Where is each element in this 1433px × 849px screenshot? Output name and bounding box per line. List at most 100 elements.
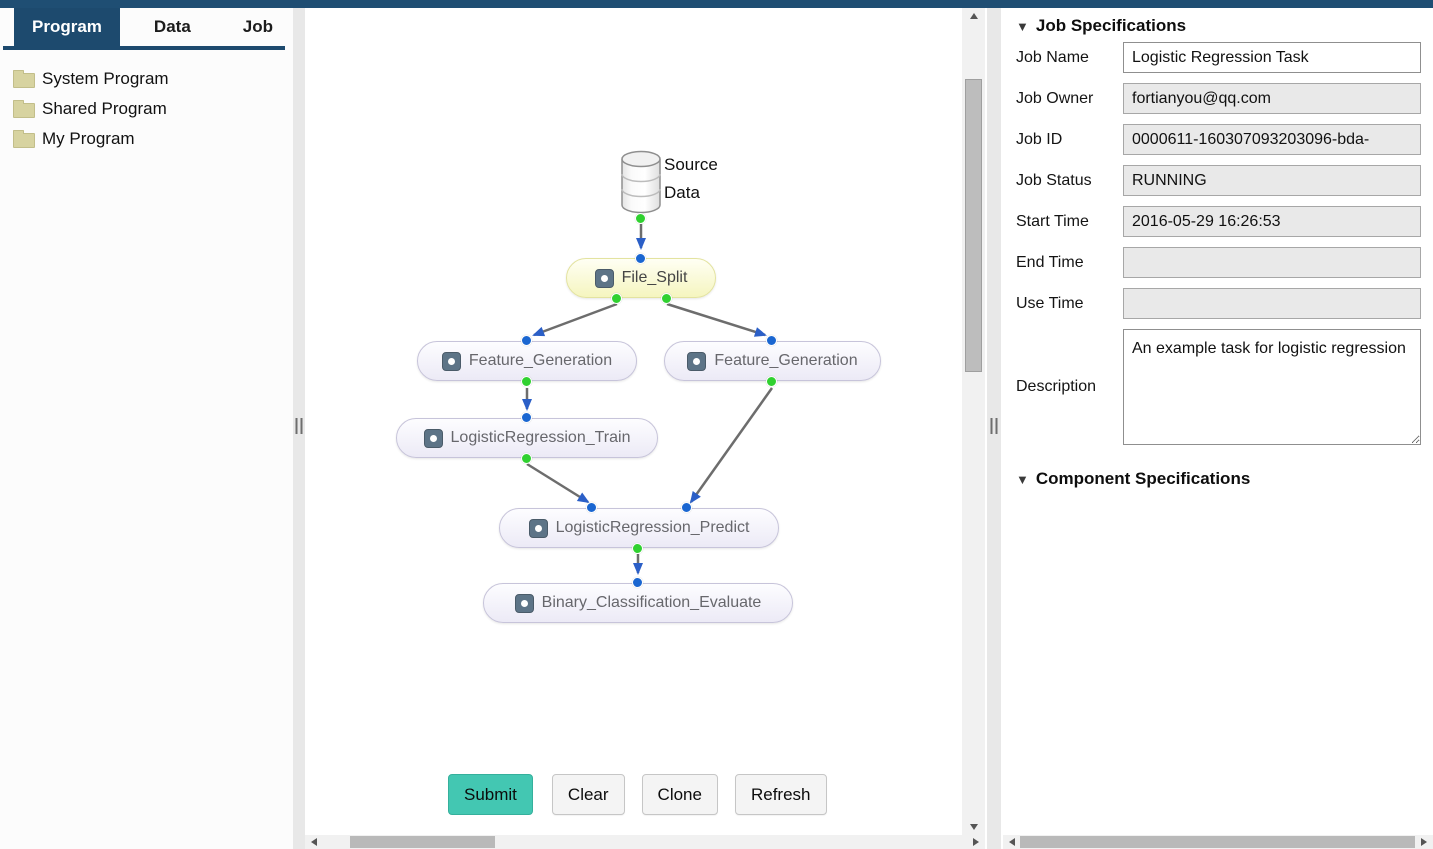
scroll-up-icon[interactable] [962, 8, 985, 24]
field-row-job-name: Job Name [1016, 42, 1421, 73]
horizontal-scroll-thumb[interactable] [1020, 836, 1415, 848]
field-row-job-id: Job ID [1016, 124, 1421, 155]
section-title: Component Specifications [1035, 469, 1251, 488]
folder-item-system-program[interactable]: System Program [0, 64, 293, 94]
scroll-left-icon[interactable] [307, 835, 321, 849]
sidebar-tabbar: Program Data Job [0, 8, 293, 46]
clear-button[interactable]: Clear [551, 774, 625, 815]
job-specifications-panel: ▼ Job Specifications Job Name Job Owner … [1003, 8, 1433, 835]
output-port[interactable] [521, 453, 532, 464]
field-row-use-time: Use Time [1016, 288, 1421, 319]
folder-icon [13, 100, 35, 118]
workflow-canvas[interactable]: Source Data File_Split Feature_Generatio… [305, 8, 962, 835]
input-port[interactable] [681, 502, 692, 513]
node-label: Binary_Classification_Evaluate [541, 594, 762, 611]
node-label: File_Split [621, 269, 688, 286]
field-label: Use Time [1016, 294, 1084, 312]
description-textarea[interactable]: An example task for logistic regression [1123, 329, 1421, 445]
node-logisticregression-predict[interactable]: LogisticRegression_Predict [499, 508, 779, 548]
node-logisticregression-train[interactable]: LogisticRegression_Train [396, 418, 658, 458]
folder-item-shared-program[interactable]: Shared Program [0, 94, 293, 124]
component-icon [528, 518, 548, 538]
end-time-input[interactable] [1123, 247, 1421, 278]
field-label: Job Status [1016, 171, 1092, 189]
job-specifications-header[interactable]: ▼ Job Specifications [1016, 14, 1421, 38]
node-label: LogisticRegression_Predict [555, 519, 750, 536]
folder-label: System Program [42, 69, 169, 88]
vertical-scroll-thumb[interactable] [965, 79, 982, 372]
field-label: Job Name [1016, 48, 1089, 66]
input-port[interactable] [632, 577, 643, 588]
scroll-down-icon[interactable] [962, 819, 985, 835]
input-port[interactable] [586, 502, 597, 513]
output-port[interactable] [766, 376, 777, 387]
field-label: Job Owner [1016, 89, 1094, 107]
panel-horizontal-scrollbar[interactable] [1003, 835, 1433, 849]
job-owner-input[interactable] [1123, 83, 1421, 114]
database-icon [621, 150, 661, 214]
field-label: Start Time [1016, 212, 1089, 230]
program-sidebar: Program Data Job System Program Shared P… [0, 8, 293, 849]
node-file-split[interactable]: File_Split [566, 258, 716, 298]
input-port[interactable] [635, 253, 646, 264]
folder-label: My Program [42, 129, 135, 148]
collapse-triangle-icon: ▼ [1016, 471, 1029, 487]
collapse-triangle-icon: ▼ [1016, 18, 1029, 34]
top-navy-strip [0, 0, 1433, 8]
left-splitter[interactable] [293, 8, 305, 849]
submit-button[interactable]: Submit [448, 774, 533, 815]
output-port[interactable] [635, 213, 646, 224]
scroll-right-icon[interactable] [1417, 835, 1431, 849]
program-folder-list: System Program Shared Program My Program [0, 64, 293, 154]
node-label: Feature_Generation [714, 352, 858, 369]
field-label: Description [1016, 378, 1097, 395]
node-binary-classification-evaluate[interactable]: Binary_Classification_Evaluate [483, 583, 793, 623]
output-port[interactable] [661, 293, 672, 304]
folder-icon [13, 130, 35, 148]
action-bar: Submit Clear Clone Refresh [448, 774, 844, 815]
tabbar-underline [3, 46, 285, 50]
field-row-start-time: Start Time [1016, 206, 1421, 237]
job-name-input[interactable] [1123, 42, 1421, 73]
component-icon [514, 593, 534, 613]
source-data-node[interactable] [619, 150, 663, 219]
job-id-input[interactable] [1123, 124, 1421, 155]
field-label: End Time [1016, 253, 1084, 271]
tab-job[interactable]: Job [242, 17, 274, 36]
folder-label: Shared Program [42, 99, 167, 118]
canvas-horizontal-scrollbar[interactable] [305, 835, 985, 849]
scroll-right-icon[interactable] [969, 835, 983, 849]
node-label: Feature_Generation [468, 352, 613, 369]
component-specifications-header[interactable]: ▼ Component Specifications [1016, 467, 1421, 491]
start-time-input[interactable] [1123, 206, 1421, 237]
tab-data[interactable]: Data [153, 17, 191, 36]
clone-button[interactable]: Clone [641, 774, 718, 815]
horizontal-scroll-thumb[interactable] [350, 836, 495, 848]
field-row-job-owner: Job Owner [1016, 83, 1421, 114]
input-port[interactable] [521, 412, 532, 423]
field-row-end-time: End Time [1016, 247, 1421, 278]
component-icon [594, 268, 614, 288]
node-feature-generation-right[interactable]: Feature_Generation [664, 341, 881, 381]
component-icon [441, 351, 461, 371]
job-status-input[interactable] [1123, 165, 1421, 196]
right-splitter[interactable] [987, 8, 1001, 849]
section-title: Job Specifications [1035, 16, 1187, 35]
output-port[interactable] [611, 293, 622, 304]
folder-icon [13, 70, 35, 88]
node-label: LogisticRegression_Train [450, 429, 631, 446]
component-icon [423, 428, 443, 448]
use-time-input[interactable] [1123, 288, 1421, 319]
splitter-grip-icon[interactable] [295, 418, 303, 434]
scroll-left-icon[interactable] [1005, 835, 1019, 849]
node-feature-generation-left[interactable]: Feature_Generation [417, 341, 637, 381]
output-port[interactable] [632, 543, 643, 554]
splitter-grip-icon[interactable] [990, 418, 998, 434]
refresh-button[interactable]: Refresh [734, 774, 827, 815]
input-port[interactable] [766, 335, 777, 346]
output-port[interactable] [521, 376, 532, 387]
input-port[interactable] [521, 335, 532, 346]
tab-program[interactable]: Program [14, 8, 120, 46]
folder-item-my-program[interactable]: My Program [0, 124, 293, 154]
canvas-vertical-scrollbar[interactable] [962, 8, 985, 835]
